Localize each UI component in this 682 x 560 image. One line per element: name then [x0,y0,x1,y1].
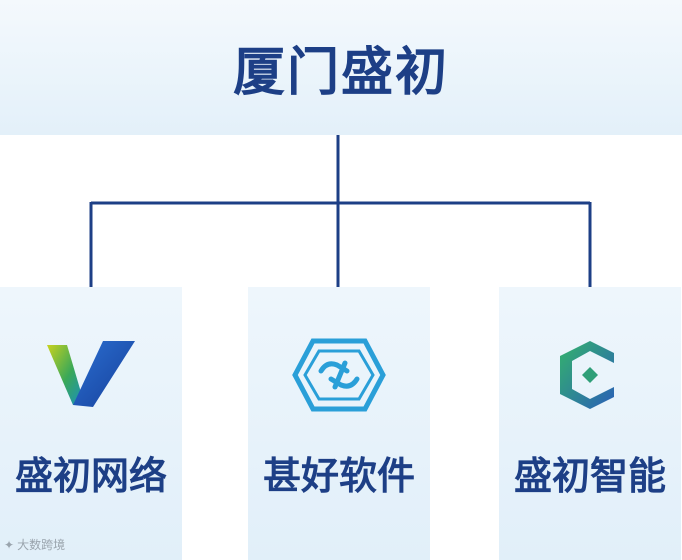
child-node-software: 甚好软件 [248,287,430,560]
child-label: 盛初智能 [513,454,666,498]
parent-node: 厦门盛初 [0,0,682,135]
child-node-intelligence: 盛初智能 [499,287,681,560]
watermark: ✦ 大数跨境 [4,536,65,553]
child-label: 盛初网络 [14,454,167,498]
child-label: 甚好软件 [262,454,415,498]
hexagon-logo-icon [291,337,387,413]
parent-title: 厦门盛初 [232,43,449,103]
watermark-logo-icon: ✦ [4,537,15,552]
child-node-network: 盛初网络 [0,287,182,560]
watermark-text: 大数跨境 [17,538,66,552]
v-logo-icon [43,337,139,413]
c-logo-icon [542,337,638,413]
